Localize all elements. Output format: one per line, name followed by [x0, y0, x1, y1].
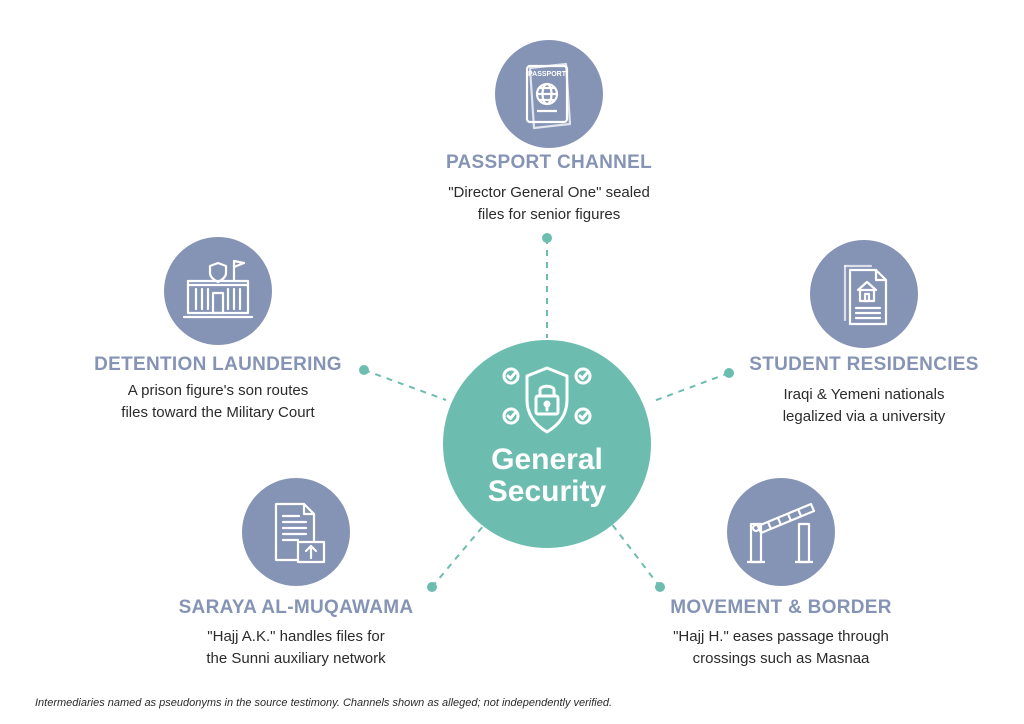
node-movement-title: MOVEMENT & BORDER [670, 597, 892, 618]
connector-dot-passport [542, 233, 552, 243]
connector-detention [363, 369, 447, 401]
file-upload-icon [274, 502, 326, 564]
node-saraya-circle [242, 478, 350, 586]
node-student-desc-line2: legalized via a university [782, 408, 946, 425]
connector-movement [610, 522, 661, 588]
node-passport-desc-line2: files for senior figures [477, 206, 621, 223]
node-movement-desc: "Hajj H." eases passage through crossing… [641, 626, 921, 670]
hub-title-line2: Security [487, 475, 607, 508]
passport-icon: PASSPORT [525, 62, 572, 130]
node-student-desc-line1: Iraqi & Yemeni nationals [783, 386, 945, 403]
connector-dot-student [724, 368, 734, 378]
node-saraya-title: SARAYA AL-MUQAWAMA [178, 597, 414, 618]
hub-title-line1: General [491, 443, 603, 476]
node-passport-desc: "Director General One" sealed files for … [400, 182, 698, 226]
node-saraya-desc: "Hajj A.K." handles files for the Sunni … [168, 626, 424, 670]
prison-building-icon [182, 259, 254, 319]
connector-dot-movement [655, 582, 665, 592]
node-detention-desc-line2: files toward the Military Court [121, 404, 315, 421]
node-movement-desc-line2: crossings such as Masnaa [692, 650, 870, 667]
hub-general-security: General Security [443, 340, 651, 548]
node-saraya-desc-line2: the Sunni auxiliary network [206, 650, 386, 667]
connector-student [650, 372, 730, 403]
hub-title: General Security [443, 444, 651, 508]
node-student-desc: Iraqi & Yemeni nationals legalized via a… [732, 384, 996, 428]
node-movement-desc-line1: "Hajj H." eases passage through [673, 628, 889, 645]
svg-text:PASSPORT: PASSPORT [528, 71, 567, 78]
footnote: Intermediaries named as pseudonyms in th… [35, 697, 613, 709]
border-barrier-icon [747, 502, 816, 564]
node-student-circle [810, 240, 918, 348]
node-saraya-desc-line1: "Hajj A.K." handles files for [207, 628, 385, 645]
node-detention-desc-line1: A prison figure's son routes [127, 382, 309, 399]
shield-lock-check-icon [502, 366, 592, 434]
node-movement-circle [727, 478, 835, 586]
node-student-title: STUDENT RESIDENCIES [749, 354, 979, 375]
node-passport-circle: PASSPORT [495, 40, 603, 148]
connector-saraya [431, 524, 485, 588]
node-detention-circle [164, 237, 272, 345]
connector-dot-saraya [427, 582, 437, 592]
node-passport-desc-line1: "Director General One" sealed [448, 184, 650, 201]
node-detention-title: DETENTION LAUNDERING [94, 354, 342, 375]
connector-dot-detention [359, 365, 369, 375]
residence-document-icon [843, 264, 888, 326]
node-detention-desc: A prison figure's son routes files towar… [88, 380, 348, 424]
node-passport-title: PASSPORT CHANNEL [445, 152, 653, 173]
